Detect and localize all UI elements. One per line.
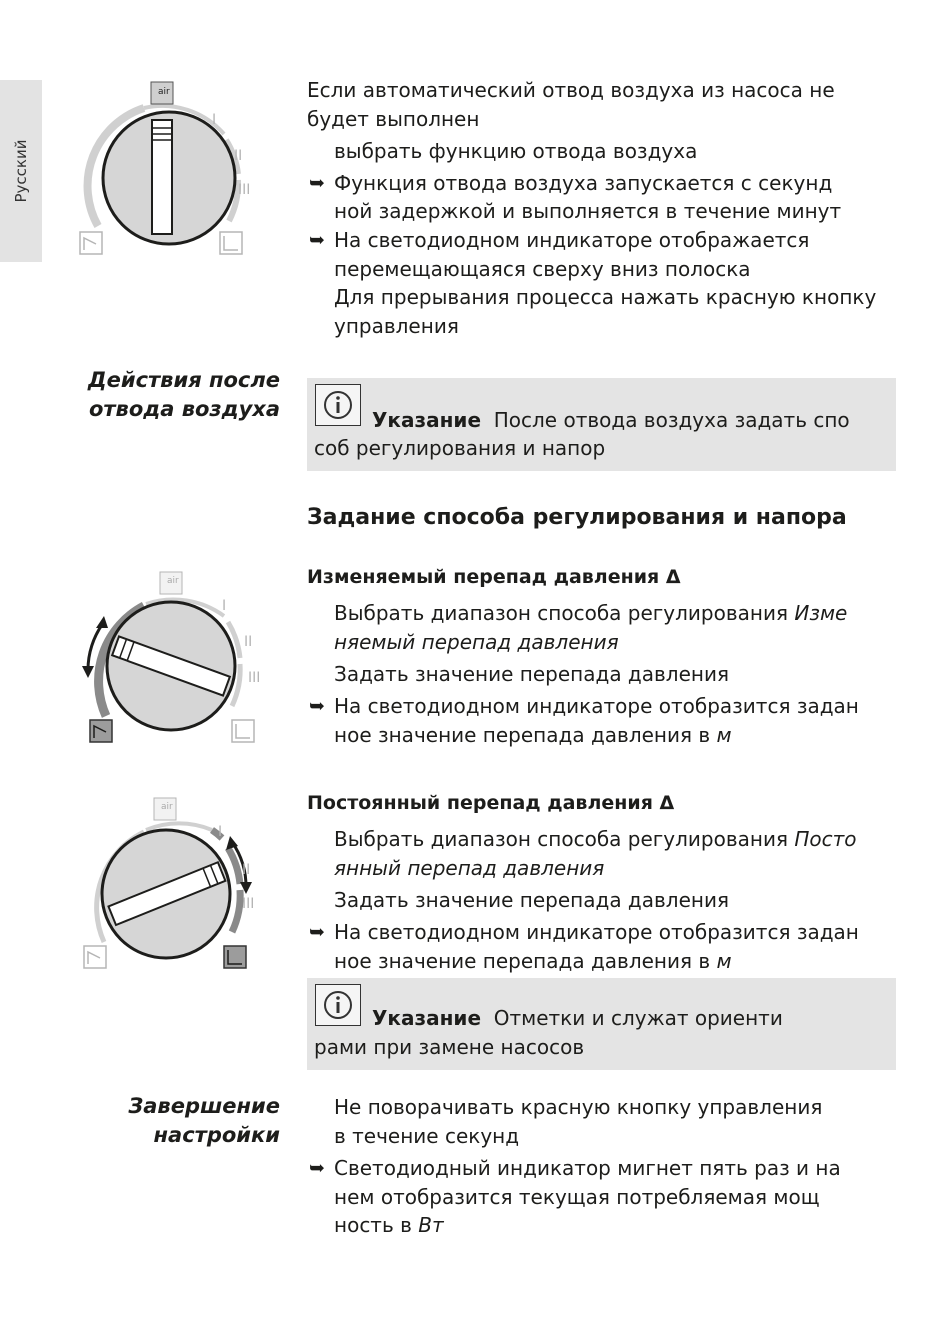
- note-text-line-1: После отвода воздуха задать спо: [493, 408, 850, 432]
- note-label: Указание: [372, 1006, 482, 1030]
- result-arrow-icon: ➥: [309, 695, 325, 717]
- constant-line-2: янный перепад давления: [334, 856, 605, 880]
- finish-line-5-unit: Вт: [418, 1213, 444, 1237]
- constant-line-1: Выбрать диапазон способа регулирования: [334, 827, 795, 851]
- svg-text:I: I: [212, 112, 216, 128]
- note-label: Указание: [372, 408, 482, 432]
- note-text-line-1: Отметки и служат ориенти: [493, 1006, 783, 1030]
- svg-text:II: II: [244, 634, 252, 650]
- language-tab: Русский: [0, 80, 42, 262]
- finish-line-2: в течение секунд: [334, 1124, 520, 1148]
- constant-line-5-unit: м: [716, 949, 732, 973]
- note-text-line-2: соб регулирования и напор: [314, 436, 606, 460]
- side-label-finish-1: Завершение: [128, 1094, 280, 1118]
- constant-line-4: На светодиодном индикаторе отобразится з…: [334, 920, 859, 944]
- dial-variable-pressure-illustration: air I II III: [82, 571, 260, 743]
- led-result-line-2: перемещающаяся сверху вниз полоска: [334, 257, 751, 281]
- svg-text:I: I: [218, 824, 222, 840]
- svg-text:II: II: [234, 148, 242, 164]
- finish-line-3: Светодиодный индикатор мигнет пять раз и…: [334, 1156, 841, 1180]
- note-text-line-2: рами при замене насосов: [314, 1035, 585, 1059]
- variable-line-3: Задать значение перепада давления: [334, 662, 729, 686]
- dial-constant-pressure-illustration: air I II III: [83, 797, 254, 969]
- svg-text:II: II: [242, 862, 250, 878]
- interrupt-line-1: Для прерывания процесса нажать красную к…: [334, 285, 877, 309]
- air-venting-step: выбрать функцию отвода воздуха: [334, 139, 698, 163]
- side-label-after-venting-2: отвода воздуха: [88, 397, 280, 421]
- language-label: Русский: [12, 139, 30, 203]
- variable-line-1: Выбрать диапазон способа регулирования: [334, 601, 795, 625]
- finish-line-5: ность в: [334, 1213, 419, 1237]
- variable-line-4: На светодиодном индикаторе отобразится з…: [334, 694, 859, 718]
- side-label-after-venting-1: Действия после: [87, 368, 280, 392]
- svg-text:air: air: [161, 802, 173, 812]
- svg-text:III: III: [242, 896, 254, 912]
- variable-line-2: няемый перепад давления: [334, 630, 619, 654]
- air-venting-intro-line-1: Если автоматический отвод воздуха из нас…: [307, 78, 835, 102]
- interrupt-line-2: управления: [334, 314, 459, 338]
- constant-line-5: ное значение перепада давления в: [334, 949, 717, 973]
- result-arrow-icon: ➥: [309, 229, 325, 251]
- info-icon: [315, 984, 361, 1026]
- svg-text:air: air: [158, 87, 170, 97]
- note-box-after-venting: Указание После отвода воздуха задать спо…: [307, 378, 896, 471]
- variable-line-5-unit: м: [716, 723, 732, 747]
- svg-text:III: III: [248, 670, 260, 686]
- finish-line-1: Не поворачивать красную кнопку управлени…: [334, 1095, 823, 1119]
- constant-line-3: Задать значение перепада давления: [334, 888, 729, 912]
- air-venting-result-line-2: ной задержкой и выполняется в течение ми…: [334, 199, 842, 223]
- finish-line-4: нем отобразится текущая потребляемая мощ: [334, 1185, 820, 1209]
- svg-text:III: III: [238, 182, 250, 198]
- result-arrow-icon: ➥: [309, 1157, 325, 1179]
- svg-text:I: I: [222, 598, 226, 614]
- dial-air-venting-illustration: air I II III: [79, 81, 250, 255]
- air-venting-result-line-1: Функция отвода воздуха запускается с сек…: [334, 171, 833, 195]
- variable-line-5: ное значение перепада давления в: [334, 723, 717, 747]
- heading-variable-pressure: Изменяемый перепад давления Δ: [307, 566, 681, 588]
- constant-line-1-italic: Посто: [794, 827, 857, 851]
- heading-constant-pressure: Постоянный перепад давления Δ: [307, 792, 675, 814]
- led-result-line-1: На светодиодном индикаторе отображается: [334, 228, 810, 252]
- result-arrow-icon: ➥: [309, 921, 325, 943]
- svg-text:air: air: [167, 576, 179, 586]
- note-box-markings: Указание Отметки и служат ориенти рами п…: [307, 978, 896, 1070]
- info-icon: [315, 384, 361, 426]
- air-venting-intro-line-2: будет выполнен: [307, 107, 480, 131]
- variable-line-1-italic: Изме: [794, 601, 848, 625]
- result-arrow-icon: ➥: [309, 172, 325, 194]
- side-label-finish-2: настройки: [153, 1123, 280, 1147]
- section-heading-control-mode: Задание способа регулирования и напора: [307, 505, 847, 530]
